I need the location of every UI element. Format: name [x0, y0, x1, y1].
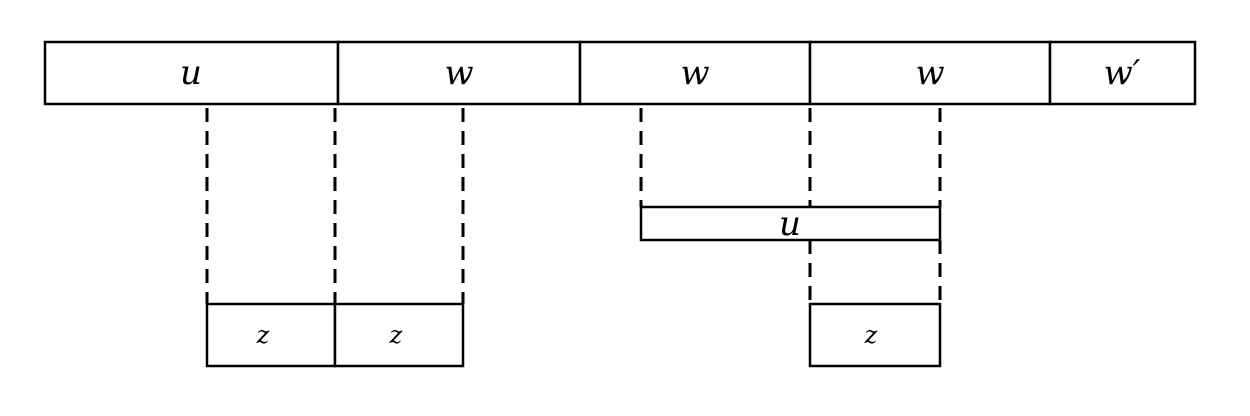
bottom-segment-z-1: z [205, 302, 337, 368]
top-segment-w-1-label: w [444, 53, 473, 93]
middle-row: u [639, 204, 942, 244]
top-segment-w-2: w [578, 40, 812, 106]
top-segment-w-prime-label: w′ [1104, 53, 1141, 93]
top-row: u w w w w′ [43, 40, 1197, 106]
bottom-segment-z-3: z [808, 302, 942, 368]
middle-segment-u-label: u [779, 204, 801, 244]
middle-segment-u: u [639, 204, 942, 244]
bottom-row: z z z [205, 302, 942, 368]
top-segment-w-2-label: w [680, 53, 709, 93]
top-segment-u-label: u [180, 53, 202, 93]
top-segment-w-3: w [808, 40, 1052, 106]
top-segment-w-3-label: w [915, 53, 944, 93]
top-segment-w-1: w [336, 40, 582, 106]
top-segment-w-prime: w′ [1048, 40, 1197, 106]
dashed-guides [205, 108, 942, 304]
bottom-segment-z-3-label: z [864, 321, 878, 349]
bottom-segment-z-2: z [333, 302, 465, 368]
bottom-segment-z-1-label: z [256, 321, 270, 349]
bottom-segment-z-2-label: z [389, 321, 403, 349]
top-segment-u: u [43, 40, 340, 106]
